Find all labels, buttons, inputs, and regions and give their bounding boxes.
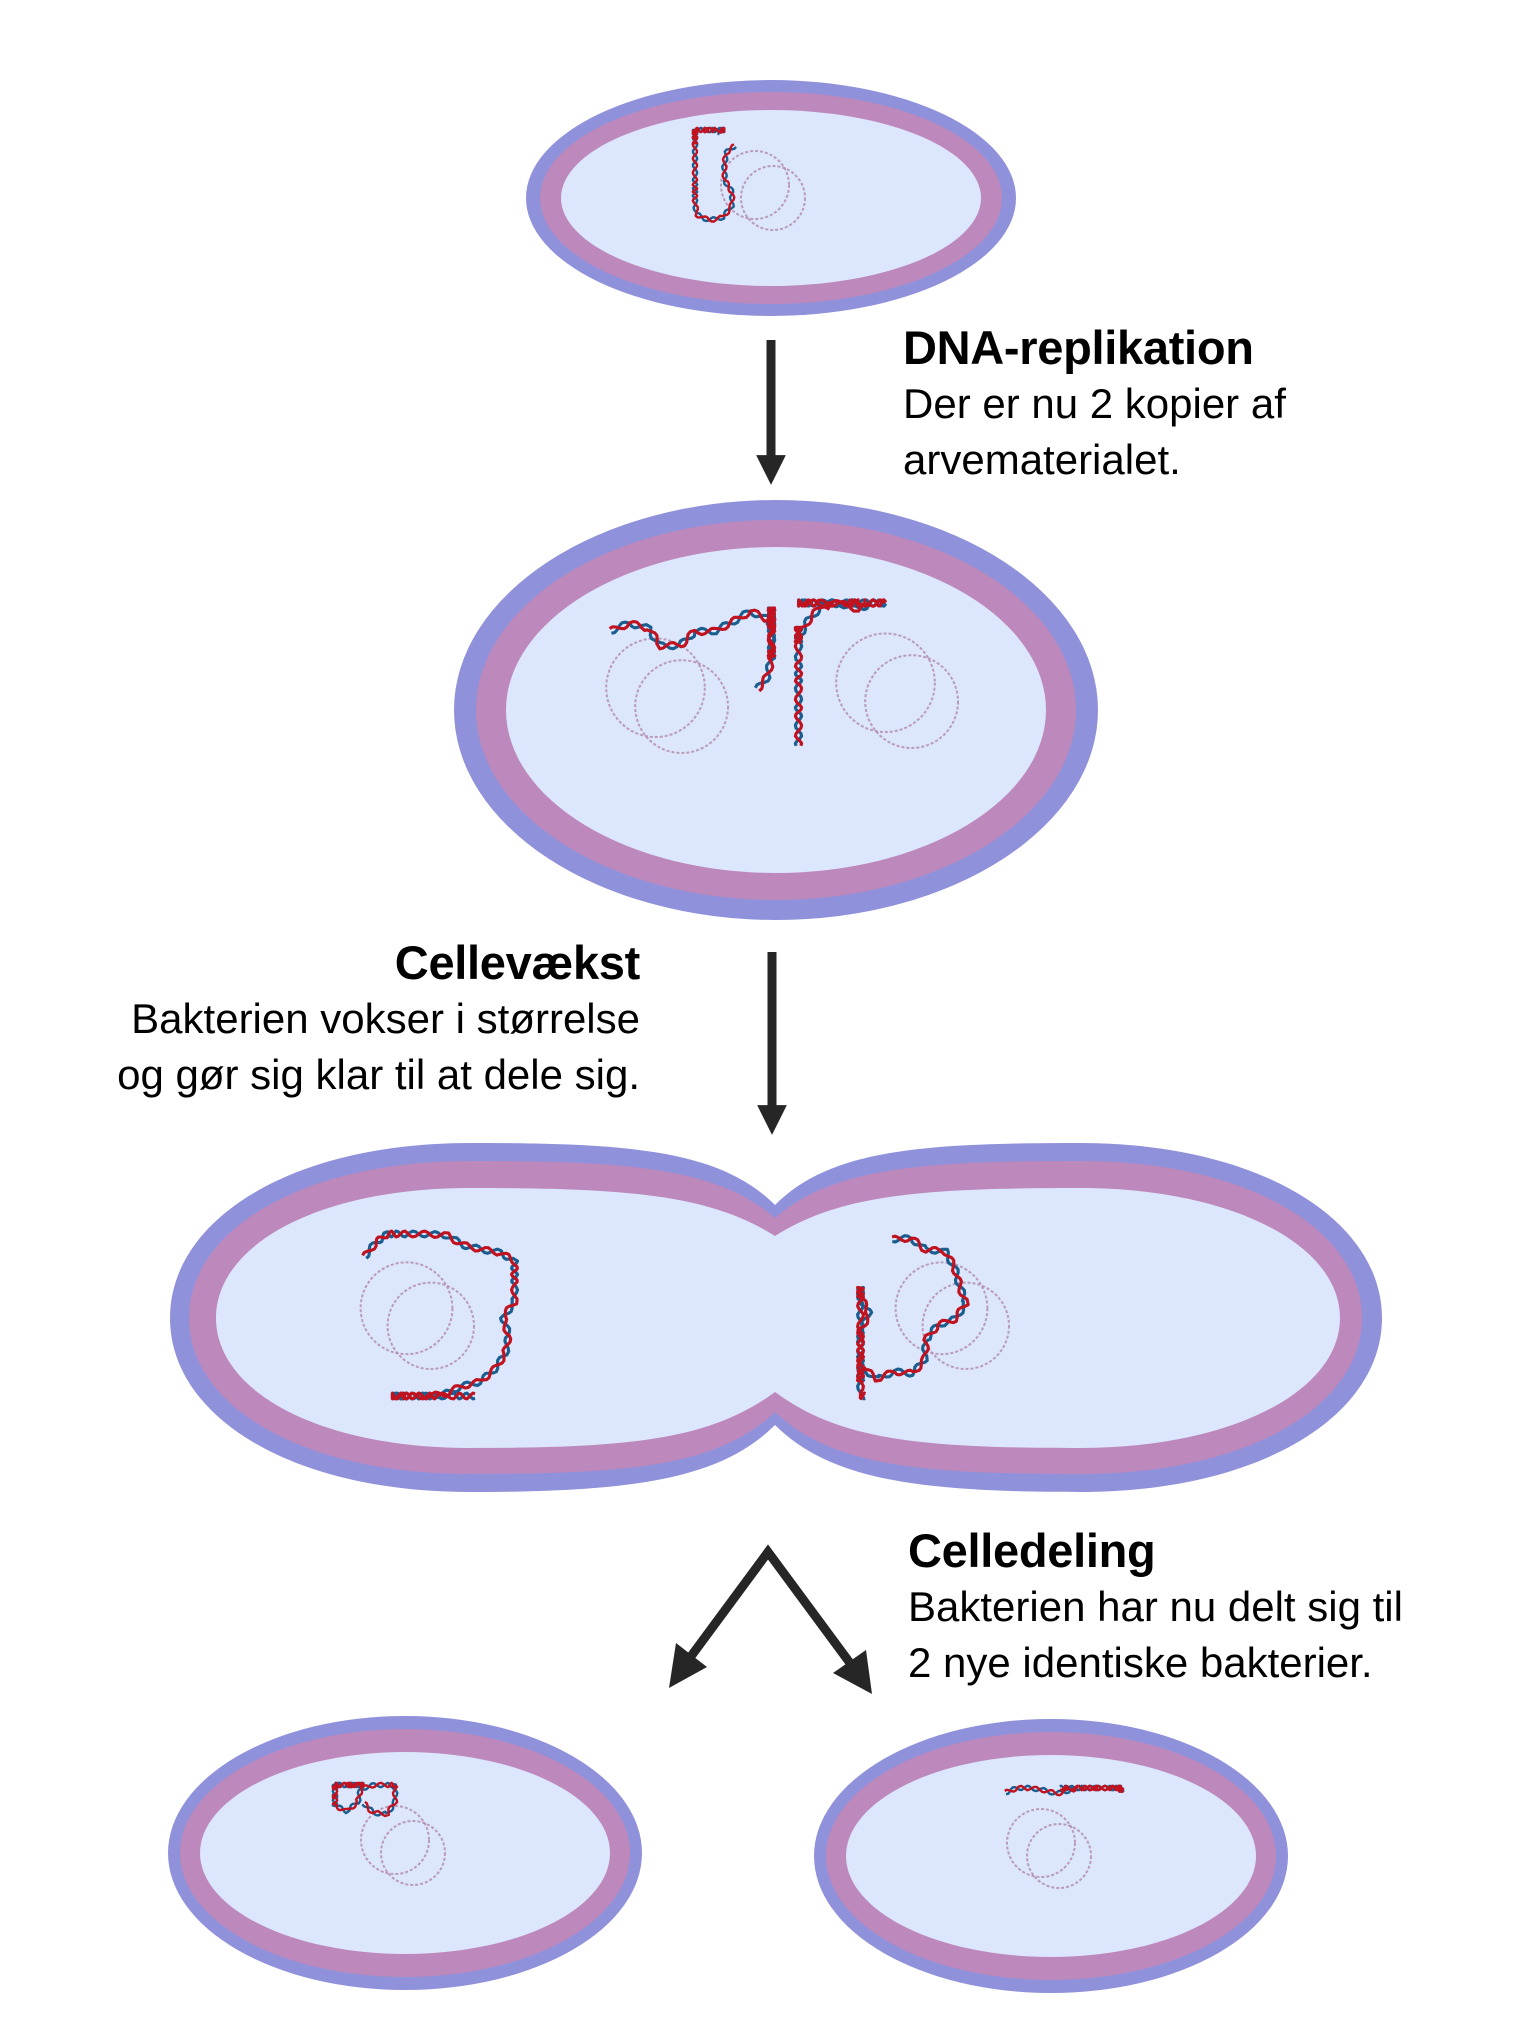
- dna-ring: [359, 1261, 454, 1356]
- dna-strand: [331, 1781, 399, 1818]
- cytoplasm: [200, 1752, 610, 1954]
- dna-ring: [634, 659, 729, 754]
- stage-label-cell-division: Celledeling Bakterien har nu delt sig ti…: [908, 1523, 1403, 1691]
- dna-strand: [691, 126, 736, 223]
- stage-title: DNA-replikation: [903, 321, 1254, 374]
- stage-title: Cellevækst: [394, 936, 641, 989]
- dna-ring: [386, 1281, 475, 1371]
- initial-bacterium: [526, 80, 1016, 316]
- chromosome-dna-left: [359, 1229, 520, 1401]
- stage-label-dna-replication: DNA-replikation Der er nu 2 kopier af ar…: [903, 320, 1286, 488]
- dna-ring: [835, 632, 936, 734]
- dna-strand: [1004, 1784, 1125, 1797]
- dna-ring: [1006, 1808, 1076, 1878]
- chromosome-dna-right: [855, 1234, 1010, 1401]
- dna-ring: [864, 654, 959, 749]
- cytoplasm: [506, 547, 1046, 873]
- dna-ring: [605, 637, 706, 739]
- stage-description-line: 2 nye identiske bakterier.: [908, 1639, 1373, 1686]
- stage-description-line: arvematerialet.: [903, 436, 1181, 483]
- daughter-bacterium-right: [814, 1719, 1288, 1993]
- dna-ring: [921, 1281, 1010, 1371]
- replicated-bacterium: [454, 500, 1098, 920]
- daughter-bacterium-left: [168, 1716, 642, 1990]
- dna-ring: [380, 1820, 446, 1886]
- cytoplasm: [561, 110, 981, 286]
- cytoplasm: [846, 1755, 1256, 1957]
- stage-title: Celledeling: [908, 1524, 1156, 1577]
- chromosome-dna-copy-1: [605, 606, 777, 754]
- chromosome-dna: [1004, 1784, 1125, 1889]
- cytoplasm: [216, 1188, 1340, 1448]
- dna-strand: [331, 1781, 399, 1817]
- dna-ring: [740, 165, 806, 231]
- stage-description-line: Der er nu 2 kopier af: [903, 380, 1286, 427]
- dna-strand: [793, 598, 887, 747]
- dna-ring: [720, 150, 790, 220]
- dna-ring: [894, 1261, 989, 1356]
- dna-strand: [855, 1234, 967, 1401]
- dna-strand: [361, 1229, 519, 1401]
- dna-ring: [1026, 1823, 1092, 1889]
- chromosome-dna: [691, 126, 806, 231]
- chromosome-dna-copy-2: [793, 598, 959, 749]
- dividing-bacterium: [170, 1143, 1382, 1492]
- split-arrows-icon: [669, 1544, 872, 1694]
- dna-strand: [855, 1234, 970, 1401]
- chromosome-dna: [331, 1781, 446, 1886]
- stage-label-cell-growth: Cellevækst Bakterien vokser i størrelse …: [117, 935, 640, 1103]
- stage-description-line: Bakterien vokser i størrelse: [131, 995, 640, 1042]
- dna-ring: [360, 1805, 430, 1875]
- dna-strand: [608, 606, 777, 693]
- stage-description-line: og gør sig klar til at dele sig.: [117, 1051, 640, 1098]
- stage-description-line: Bakterien har nu delt sig til: [908, 1583, 1403, 1630]
